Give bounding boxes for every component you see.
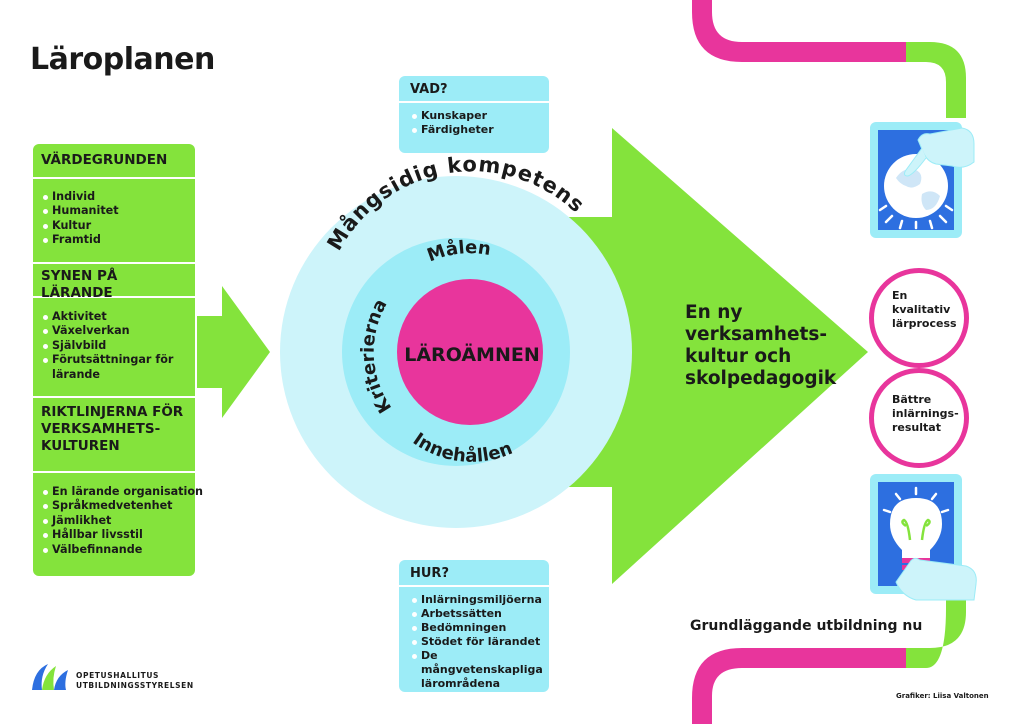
arrow-text-line: verksamhets- xyxy=(685,324,828,345)
arrow-text-line: skolpedagogik xyxy=(685,368,837,389)
hur-heading: HUR? xyxy=(410,566,449,581)
globe-tablet xyxy=(870,122,975,238)
divider xyxy=(33,396,195,398)
divider xyxy=(399,585,549,587)
divider xyxy=(399,101,549,103)
list-item: Framtid xyxy=(41,233,203,247)
list-vardegrunden: Individ Humanitet Kultur Framtid xyxy=(33,190,203,248)
bottom-caption: Grundläggande utbildning nu xyxy=(690,618,923,634)
list-item: En lärande organisation xyxy=(41,485,203,499)
outcome-circle-2: Bättre inlärnings- resultat xyxy=(869,368,969,468)
small-arrow xyxy=(197,286,270,418)
section-heading: RIKTLINJERNA FÖR VERKSAMHETS-KULTUREN xyxy=(41,404,184,454)
section-vardegrunden: VÄRDEGRUNDEN xyxy=(33,150,195,175)
logo-icon xyxy=(32,664,68,690)
list-item: Välbefinnande xyxy=(41,543,203,557)
list-item: Växelverkan xyxy=(41,324,181,338)
logo-line: UTBILDNINGSSTYRELSEN xyxy=(76,681,194,690)
list-synen: Aktivitet Växelverkan Självbild Förutsät… xyxy=(33,310,203,382)
divider xyxy=(33,262,195,264)
divider xyxy=(33,471,195,473)
list-riktlinjerna: En lärande organisation Språkmedvetenhet… xyxy=(33,485,203,557)
vad-heading: VAD? xyxy=(410,82,448,97)
vad-box: VAD? Kunskaper Färdigheter xyxy=(399,76,549,153)
list-item: Kultur xyxy=(41,219,203,233)
lightbulb-tablet xyxy=(870,474,977,601)
section-heading: VÄRDEGRUNDEN xyxy=(41,152,168,168)
big-arrow xyxy=(560,128,868,584)
center-label: LÄROÄMNEN xyxy=(404,342,539,366)
list-item: Individ xyxy=(41,190,203,204)
logo-line: OPETUSHALLITUS xyxy=(76,671,160,680)
left-panel xyxy=(33,144,195,576)
arrow-text-line: En ny xyxy=(685,302,743,323)
section-synen: SYNEN PÅ LÄRANDE xyxy=(33,266,195,308)
list-item: Språkmedvetenhet xyxy=(41,499,203,513)
center-circle xyxy=(397,279,543,425)
outcome-circle-1: En kvalitativ lärprocess xyxy=(869,268,969,368)
list-item: Självbild xyxy=(41,339,181,353)
list-item: Arbetssätten xyxy=(410,607,541,621)
divider xyxy=(33,296,195,298)
outcome-line: lärprocess xyxy=(892,317,957,330)
list-item: Förutsättningar för lärande xyxy=(41,353,181,382)
outcome-line: En xyxy=(892,289,908,302)
list-item: Färdigheter xyxy=(410,123,541,137)
page-title: Läroplanen xyxy=(30,42,215,77)
logo-text: OPETUSHALLITUS UTBILDNINGSSTYRELSEN xyxy=(76,671,194,691)
divider xyxy=(33,177,195,179)
arrow-text-line: kultur och xyxy=(685,346,792,367)
list-item: Humanitet xyxy=(41,204,203,218)
outcome-line: Bättre xyxy=(892,393,932,406)
section-riktlinjerna: RIKTLINJERNA FÖR VERKSAMHETS-KULTUREN xyxy=(33,402,195,461)
section-heading: SYNEN PÅ LÄRANDE xyxy=(41,268,118,301)
globe-icon xyxy=(878,154,954,230)
list-item: Stödet för lärandet xyxy=(410,635,541,649)
top-pipe xyxy=(692,0,966,118)
arrow-text: En ny verksamhets- kultur och skolpedago… xyxy=(685,302,836,390)
list-item: Jämlikhet xyxy=(41,514,203,528)
list-item: Hållbar livsstil xyxy=(41,528,203,542)
pointing-hand-icon xyxy=(895,557,977,601)
outcome-line: inlärnings- xyxy=(892,407,959,420)
list-item: Kunskaper xyxy=(410,109,541,123)
pointing-hand-icon xyxy=(903,127,975,177)
list-item: Aktivitet xyxy=(41,310,181,324)
list-item: De mångvetenskapliga lärområdena xyxy=(410,649,543,691)
hur-box: HUR? Inlärningsmiljöerna Arbetssätten Be… xyxy=(399,560,549,692)
outcome-line: resultat xyxy=(892,421,941,434)
bottom-pipe xyxy=(692,590,966,724)
outcome-line: kvalitativ xyxy=(892,303,951,316)
list-item: Bedömningen xyxy=(410,621,541,635)
list-item: Inlärningsmiljöerna xyxy=(410,593,542,607)
credit: Grafiker: Liisa Valtonen xyxy=(896,692,989,700)
